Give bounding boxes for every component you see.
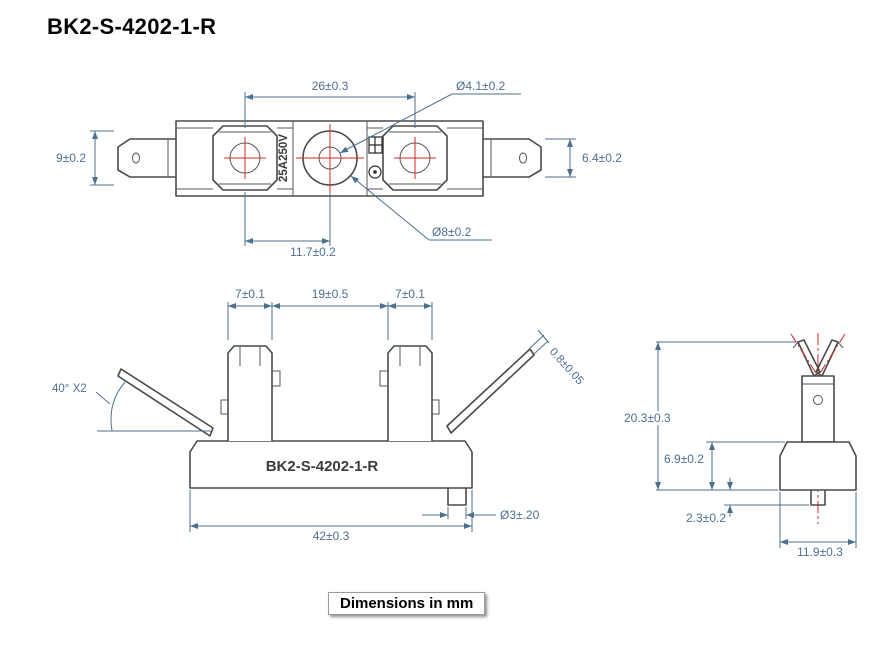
dim-7right-label: 7±0.1: [395, 287, 425, 301]
dim-64-extension: [545, 138, 576, 178]
clip-arm-hooks: [792, 341, 844, 349]
dimensions-note: Dimensions in mm: [328, 592, 486, 615]
right-fuse-clip: [382, 125, 448, 191]
rating-marking: 25A250V: [278, 134, 290, 182]
round-approval-mark-icon: [368, 165, 382, 179]
left-clip-tower: [227, 345, 273, 441]
dim-thickness-label: 0.8±0.05: [547, 346, 586, 387]
right-blade-hole: [519, 152, 527, 164]
round-approval-mark-dot: [373, 170, 377, 174]
molded-part-number: BK2-S-4202-1-R: [266, 458, 379, 475]
right-tower-slot: [399, 346, 421, 366]
right-wing-terminal: [446, 348, 535, 434]
dim-119-label: 11.9±0.3: [797, 545, 843, 559]
clip-arm-right: [815, 339, 839, 377]
dim-19-label: 19±0.5: [312, 287, 349, 301]
side-base: [779, 441, 857, 491]
dim-42-label: 42±0.3: [313, 529, 350, 543]
left-terminal-blade: [117, 138, 176, 178]
dim-angle-arc: [110, 380, 127, 432]
mounting-pin-front: [447, 488, 467, 506]
dim-69-bg: [662, 452, 708, 465]
dim-pin-label: Ø3±.20: [500, 508, 540, 522]
dim-26-label: 26±0.3: [312, 79, 349, 93]
dim-117-label: 11.7±0.2: [290, 245, 336, 259]
approval-marks-icon: [368, 136, 383, 179]
front-view: BK2-S-4202-1-R 7±0.1 19±0.5 7±0.1 40° X2…: [52, 287, 586, 543]
dim-angle-leader: [95, 391, 111, 405]
dim-203-label: 20.3±0.3: [624, 411, 671, 425]
dim-thickness-line: [537, 329, 550, 344]
dim-top-extensions: [227, 302, 433, 340]
right-tower-bump: [432, 399, 440, 415]
dim-hole8-label: Ø8±0.2: [432, 225, 472, 239]
side-hole-detail: [813, 395, 823, 405]
dim-angle-label: 40° X2: [52, 383, 87, 395]
dim-thickness-extensions: [529, 334, 549, 355]
left-tower-tab: [272, 370, 281, 387]
left-tower-slot: [239, 346, 261, 366]
top-view: 25A250V 26±0.3 Ø4.1±0.2 9±0.2 6.4±0.2 11…: [56, 79, 622, 259]
dim-9-label: 9±0.2: [56, 151, 86, 165]
right-clip-tower: [387, 345, 433, 441]
left-tower-bump: [220, 399, 228, 415]
pse-mark-icon: [368, 136, 383, 154]
dim-7left-label: 7±0.1: [235, 287, 265, 301]
right-tower-tab: [379, 370, 388, 387]
dim-9-extension: [90, 130, 114, 186]
left-clip-centerline: [224, 137, 266, 179]
fuseholder-body-outline: [175, 120, 484, 197]
dim-69-label: 6.9±0.2: [664, 452, 704, 466]
right-clip-centerline: [394, 137, 436, 179]
dim-23-label: 2.3±0.2: [686, 511, 726, 525]
left-blade-hole: [132, 152, 140, 164]
center-hole-centerline: [296, 124, 364, 192]
side-view: 20.3±0.3 6.9±0.2 2.3±0.2 11.9±0.3: [620, 333, 857, 559]
page-title: BK2-S-4202-1-R: [47, 14, 217, 39]
base-outline: [189, 440, 473, 489]
dim-119-extensions: [779, 492, 857, 548]
mounting-pin-side: [810, 490, 826, 506]
clip-arm-left: [797, 339, 821, 377]
dim-64-label: 6.4±0.2: [582, 151, 622, 165]
dim-hole41-label: Ø4.1±0.2: [456, 79, 506, 93]
dim-hole8-leader: [350, 175, 430, 241]
center-window-walls: [292, 121, 368, 196]
left-clip-detail: [219, 131, 271, 185]
dim-203-bg: [620, 411, 682, 425]
left-fuse-clip: [212, 125, 278, 191]
dim-117-extension: [244, 192, 331, 246]
side-tower: [801, 375, 835, 443]
right-clip-detail: [389, 131, 441, 185]
dim-hole41-leader: [339, 93, 453, 154]
dim-pin-extensions: [447, 507, 467, 519]
right-terminal-blade: [483, 138, 542, 178]
left-wing-terminal: [117, 368, 214, 437]
